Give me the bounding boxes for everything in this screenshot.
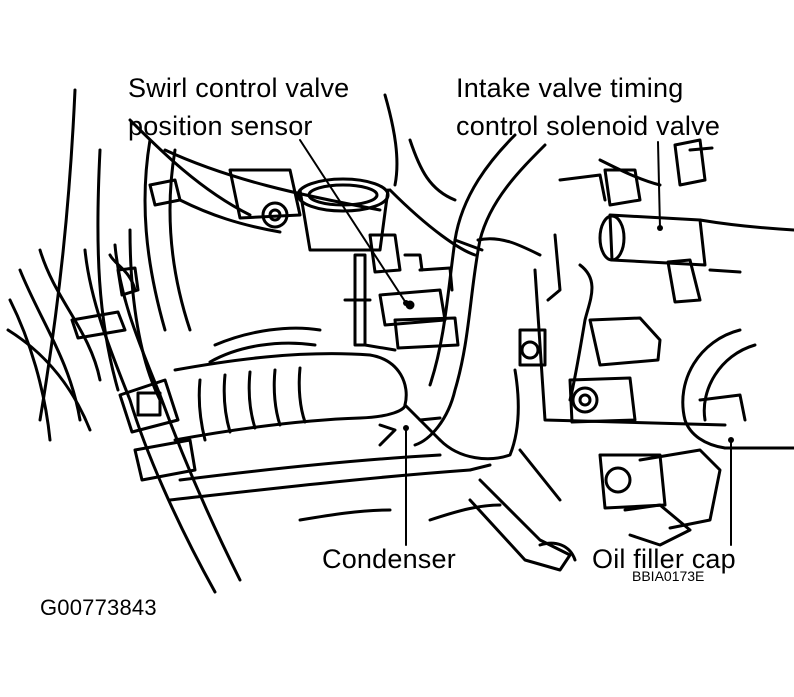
label-swirl-line1: Swirl control valve bbox=[128, 73, 350, 103]
dot-solenoid-valve bbox=[657, 225, 663, 231]
diagonal-hose bbox=[70, 243, 242, 594]
leader-solenoid-valve bbox=[657, 141, 661, 229]
label-intake-line1: Intake valve timing bbox=[456, 73, 684, 103]
figure-id: G00773843 bbox=[40, 595, 157, 620]
swirl-sensor-assembly bbox=[343, 233, 460, 352]
upper-manifold bbox=[128, 93, 477, 257]
central-hose bbox=[173, 326, 408, 442]
dot-oil-filler-cap bbox=[728, 437, 734, 443]
drawing-code: BBIA0173E bbox=[632, 568, 705, 584]
solenoid-valve-assembly bbox=[518, 138, 794, 427]
leader-dots bbox=[403, 225, 734, 443]
leader-lines bbox=[299, 139, 732, 546]
left-hoses bbox=[6, 88, 192, 442]
dot-condenser bbox=[403, 425, 409, 431]
label-oil-filler-cap: Oil filler cap bbox=[592, 544, 736, 574]
oil-filler-cap-drawing bbox=[681, 328, 794, 450]
intake-hose bbox=[403, 133, 547, 461]
label-condenser: Condenser bbox=[322, 544, 456, 574]
dot-swirl-sensor bbox=[403, 300, 409, 306]
leader-swirl-sensor bbox=[299, 139, 407, 304]
label-swirl-line2: position sensor bbox=[128, 111, 313, 141]
label-intake-line2: control solenoid valve bbox=[456, 111, 721, 141]
